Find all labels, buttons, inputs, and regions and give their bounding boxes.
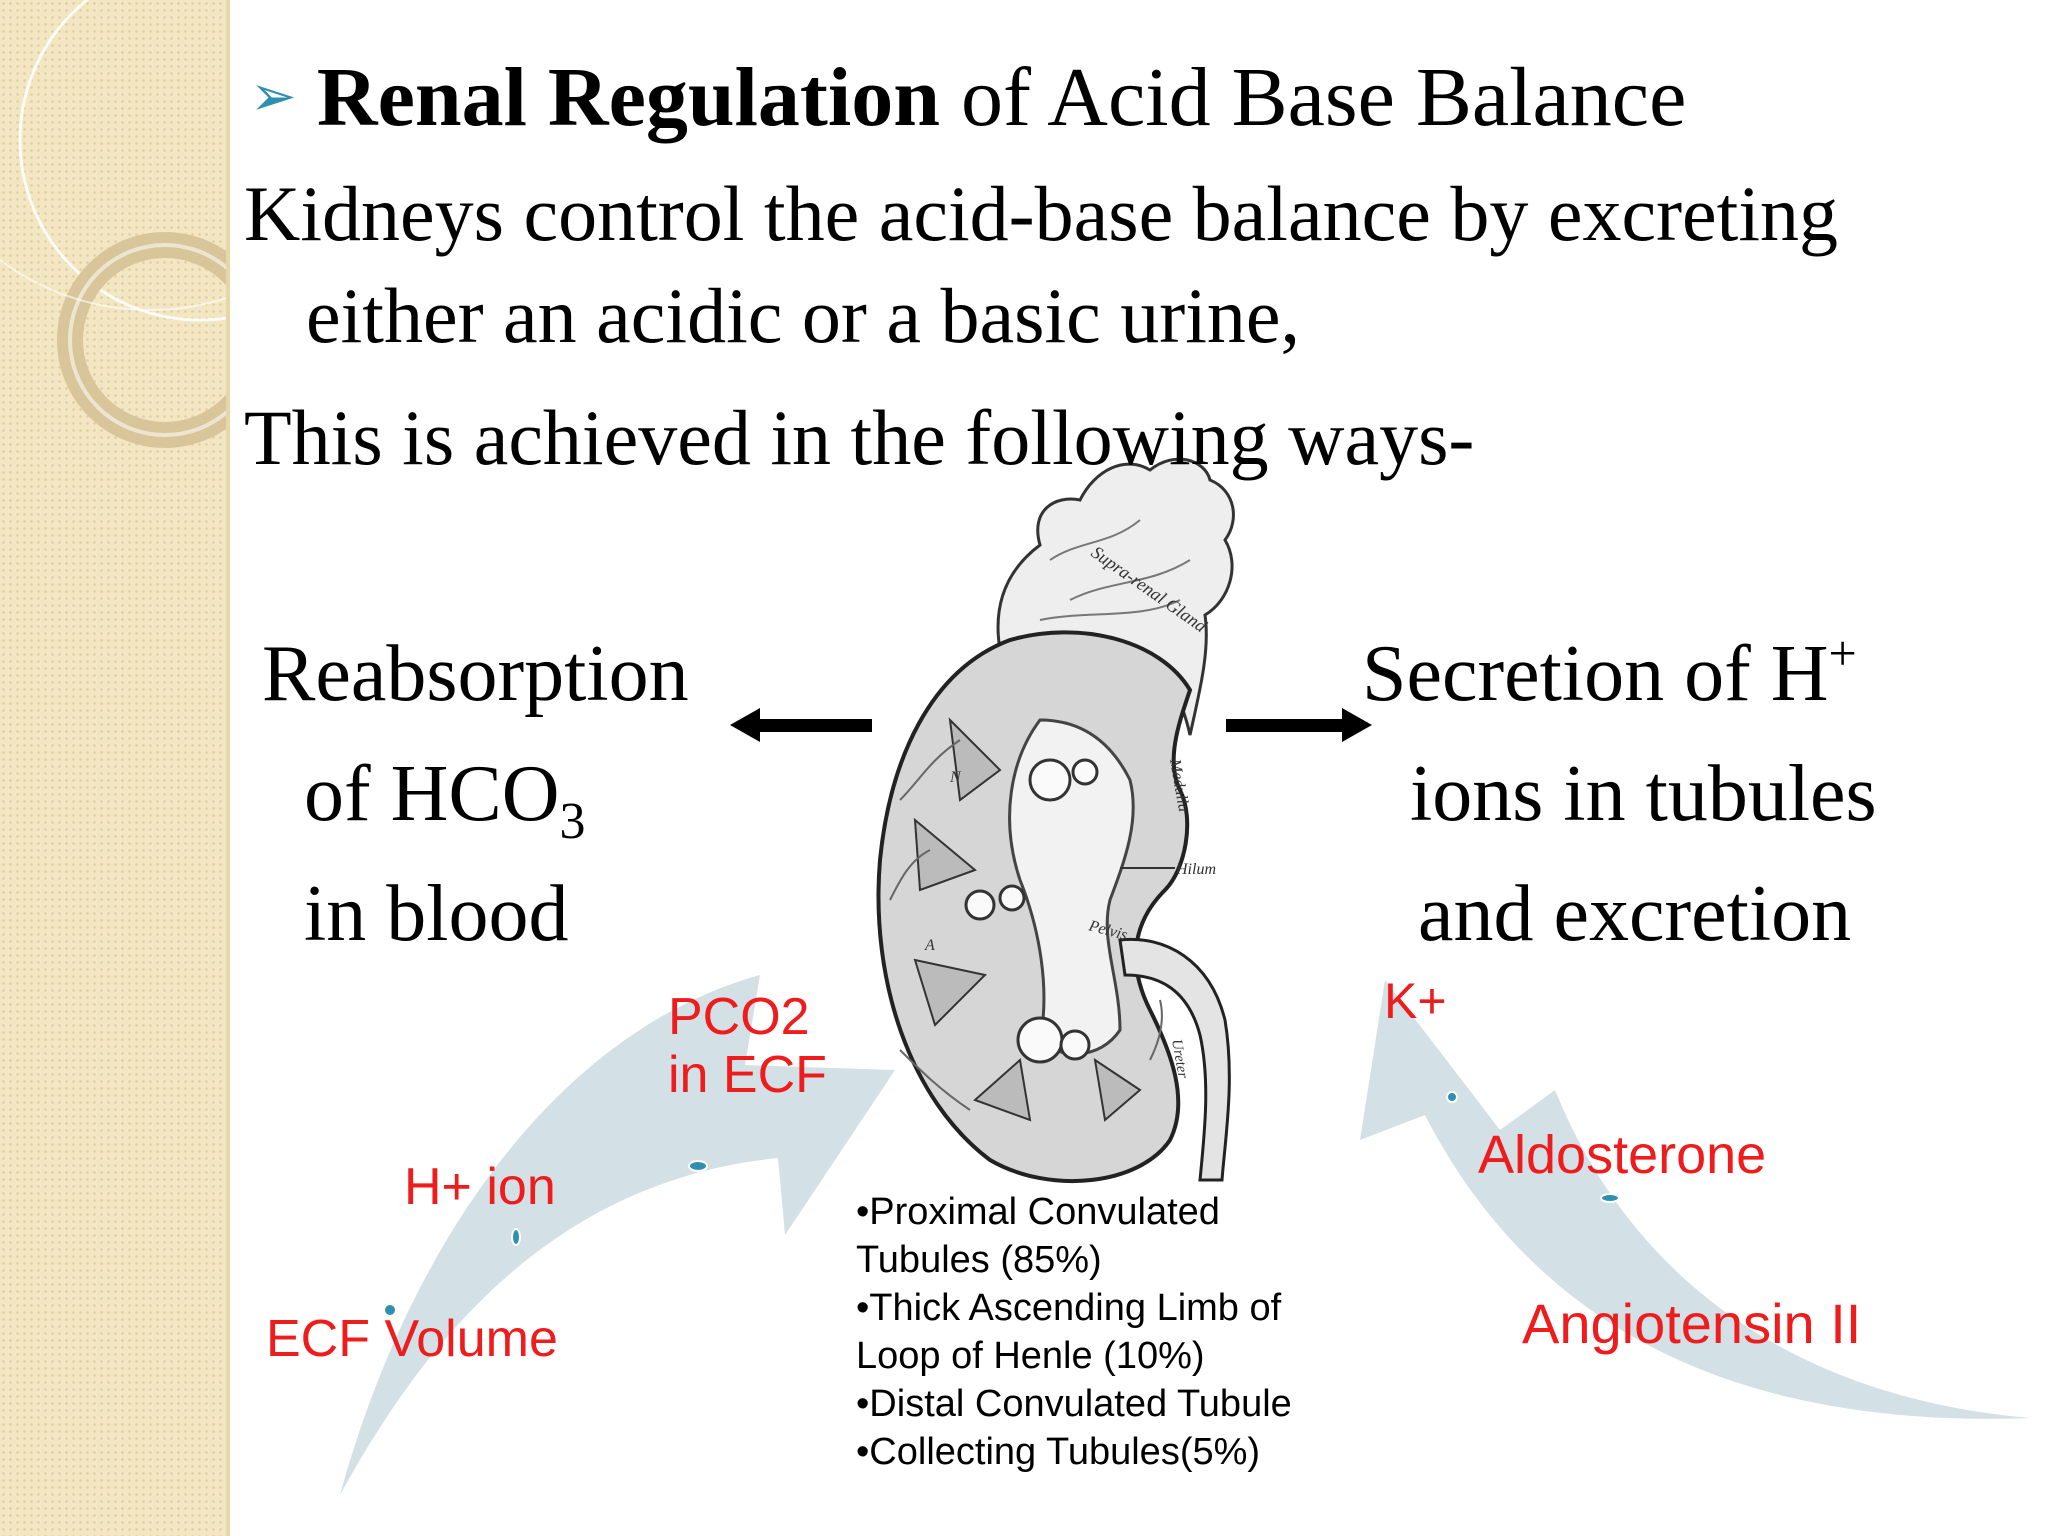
ureter-label: Ureter (1168, 1038, 1191, 1080)
reabsorption-line-1: Reabsorption (262, 630, 689, 718)
reabsorption-line-2: of HCO3 (304, 744, 586, 854)
angiotensin-label: Angiotensin II (1522, 1292, 1862, 1355)
left-curved-arrow (340, 975, 895, 1495)
pco2-line-2: in ECF (668, 1046, 827, 1104)
pco2-line-1: PCO2 (668, 988, 810, 1046)
k-plus-label: K+ (1384, 973, 1447, 1029)
reabsorption-line-3: in blood (304, 870, 569, 958)
intro-line-3: This is achieved in the following ways- (244, 394, 1475, 481)
right-curved-arrow (1360, 980, 2030, 1419)
title-rest-text: of Acid Base Balance (960, 51, 1687, 144)
secretion-line-1: Secretion of H+ (1362, 624, 1857, 733)
sidebar-rings-decoration (0, 0, 228, 448)
h-ion-label: H+ ion (404, 1158, 556, 1216)
marker-dot (511, 1228, 521, 1246)
renal-sinus (1008, 718, 1135, 1056)
list-item: •Proximal Convulated (856, 1191, 1220, 1233)
pco2-label: PCO2 in ECF (668, 988, 827, 1104)
hco3-subscript: 3 (559, 793, 586, 850)
kidney-illustration: Supra-renal Gland Medulla Hilum Pelvis U… (876, 457, 1235, 1184)
hco3-text: of HCO (304, 750, 560, 838)
marker-dot (385, 1305, 395, 1315)
tubule-sites-list: •Proximal Convulated Tubules (85%) •Thic… (856, 1188, 1292, 1476)
list-item: Loop of Henle (10%) (856, 1335, 1205, 1377)
hilum-label: Hilum (1175, 861, 1216, 878)
secretion-text: Secretion of H (1362, 630, 1829, 718)
marker-dot (1600, 1193, 1620, 1203)
slide-title: ➢ Renal Regulation of Acid Base Balance (250, 48, 1686, 157)
intro-line-1: Kidneys control the acid-base balance by… (244, 170, 1839, 257)
intro-line-2: either an acidic or a basic urine, (306, 272, 1301, 359)
left-black-arrow (730, 708, 872, 742)
aldosterone-label: Aldosterone (1478, 1125, 1767, 1185)
right-black-arrow (1226, 708, 1372, 742)
sidebar-edge (226, 0, 230, 1536)
secretion-line-3: and excretion (1418, 870, 1852, 958)
list-item: •Distal Convulated Tubule (856, 1383, 1292, 1425)
ecf-volume-label: ECF Volume (266, 1310, 558, 1368)
ureter (1118, 937, 1231, 1182)
n-label: N (949, 769, 962, 786)
list-item: Tubules (85%) (856, 1239, 1102, 1281)
secretion-line-2: ions in tubules (1410, 750, 1877, 838)
title-bold-text: Renal Regulation (316, 51, 940, 144)
marker-dot (688, 1160, 708, 1172)
a-label: A (924, 937, 935, 954)
arrow-bullet-icon: ➢ (250, 66, 297, 128)
h-plus-superscript: + (1828, 625, 1857, 681)
list-item: •Thick Ascending Limb of (856, 1287, 1282, 1329)
list-item: •Collecting Tubules(5%) (856, 1431, 1261, 1473)
marker-dot (1446, 1091, 1458, 1103)
decorative-sidebar (0, 0, 228, 1536)
